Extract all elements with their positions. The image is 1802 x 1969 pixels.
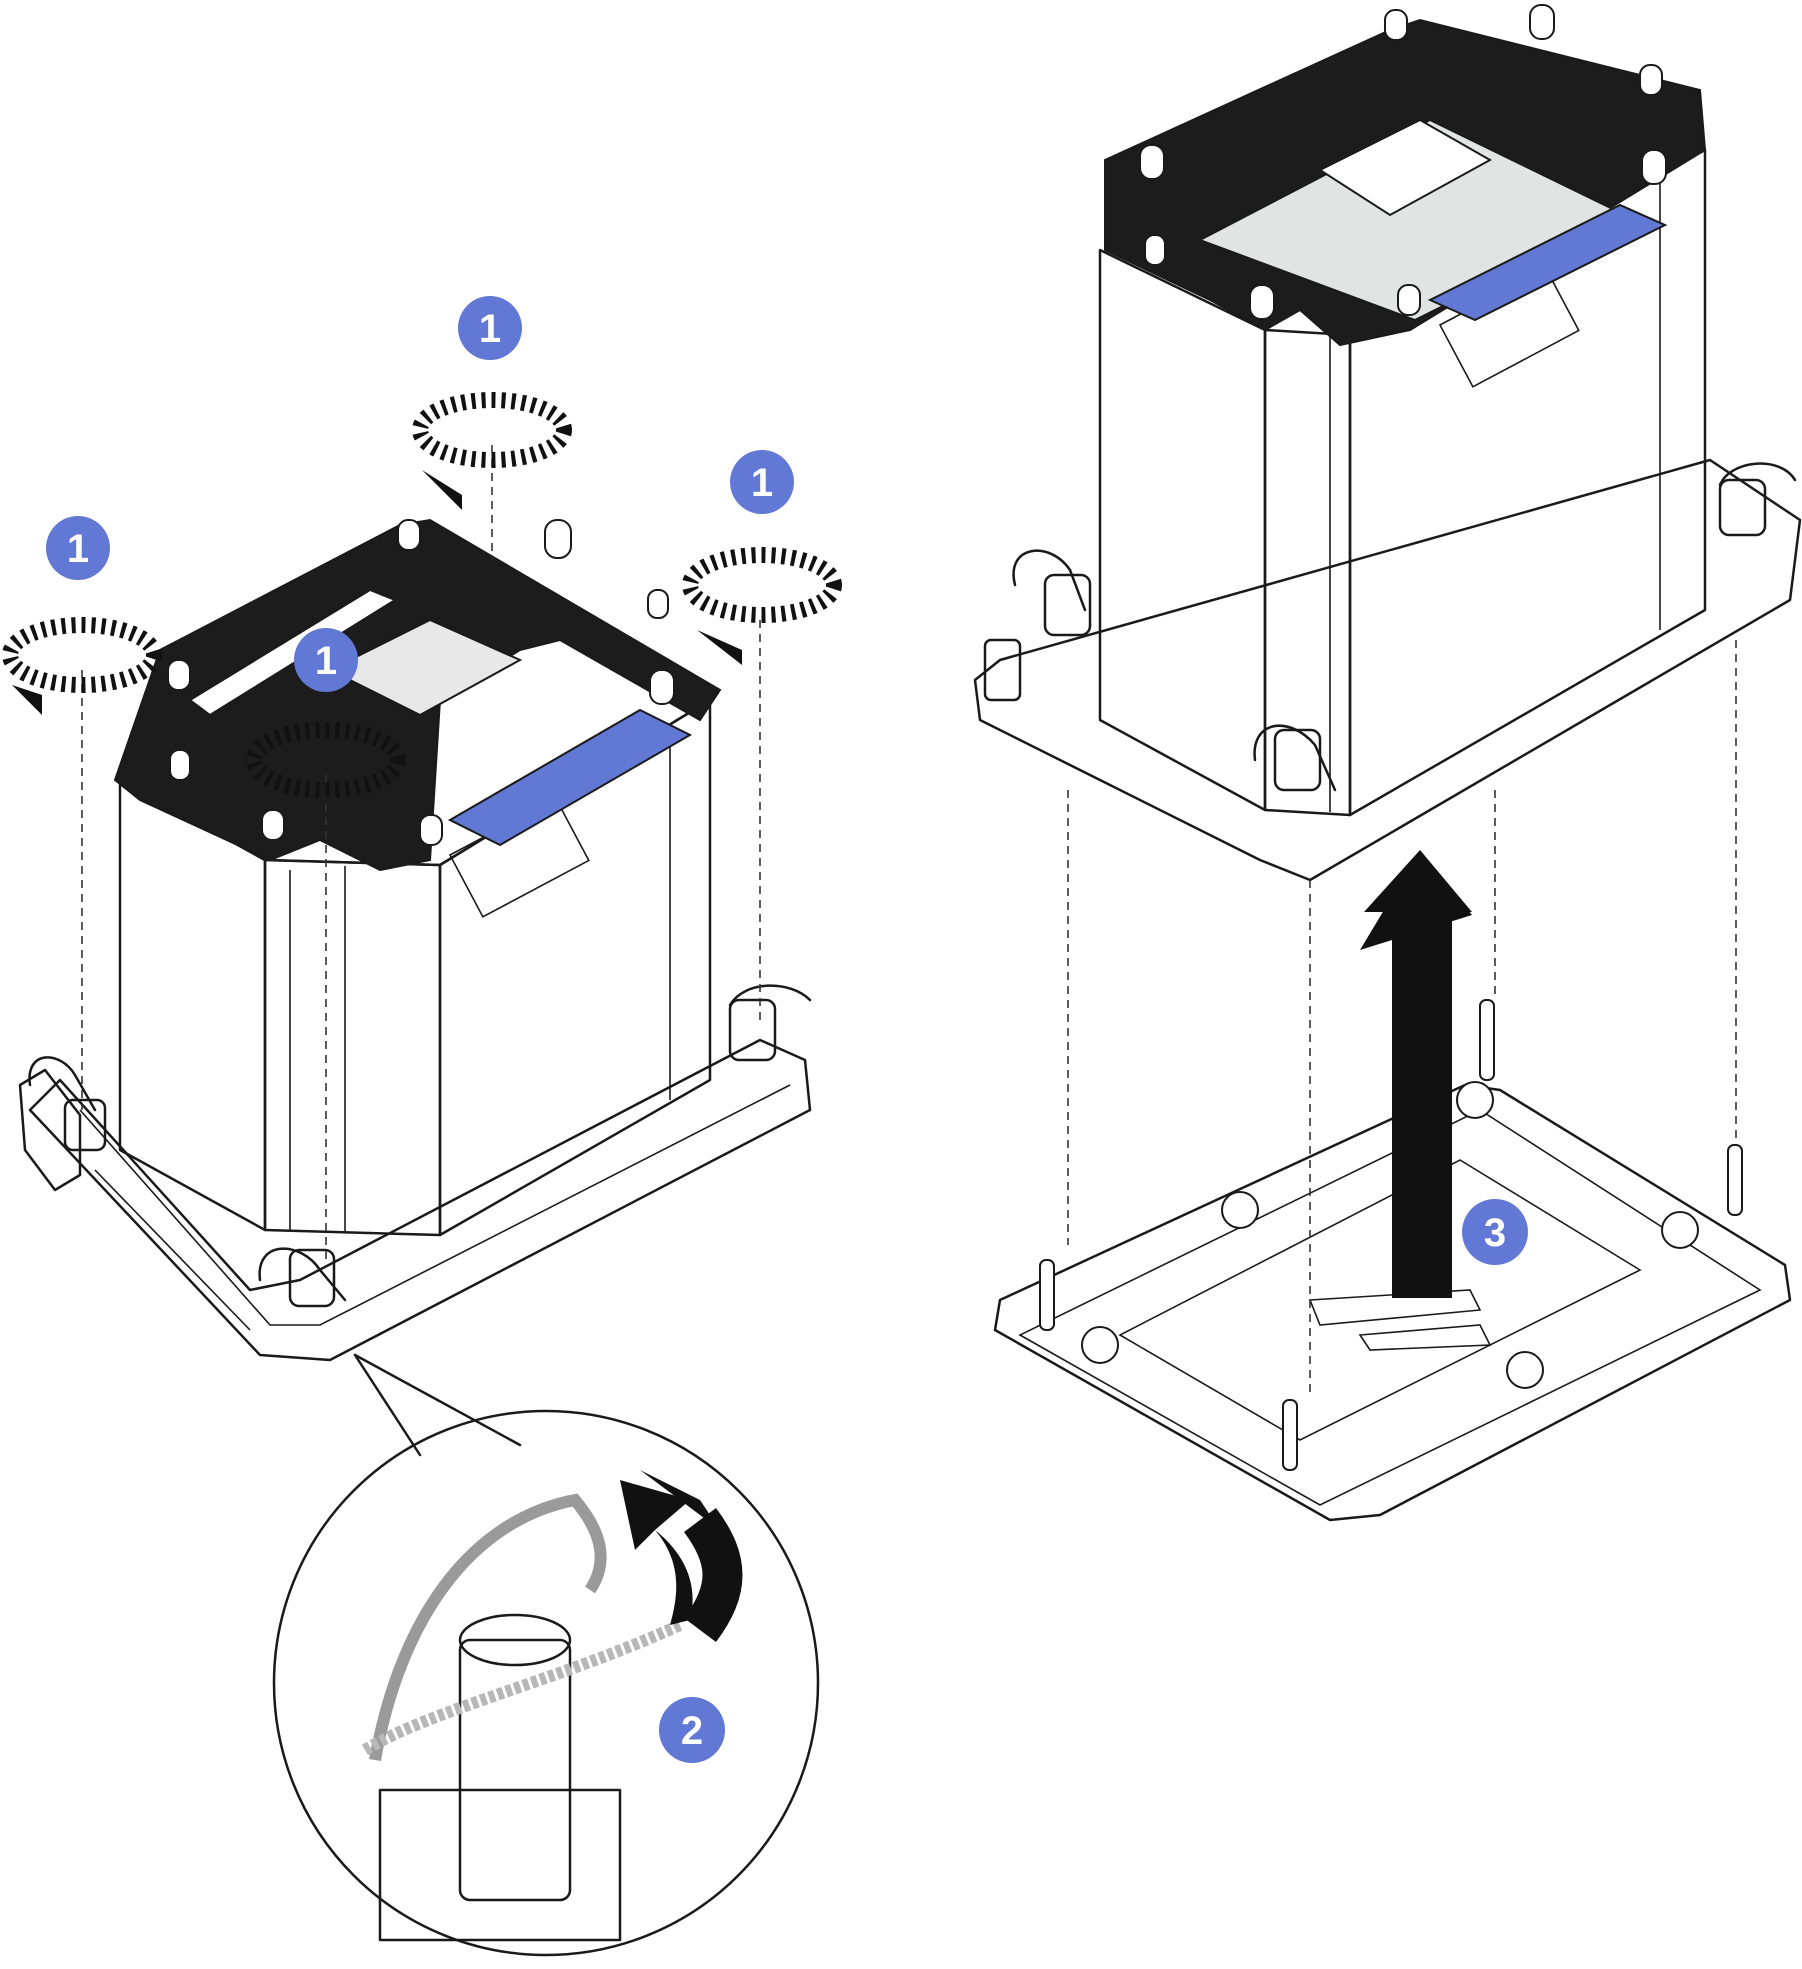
right-top-pins <box>1139 4 1667 320</box>
callout-2: 2 <box>659 1697 725 1763</box>
rotate-ccw-arrow-icon <box>2 617 162 715</box>
callout-2-label: 2 <box>681 1709 703 1753</box>
wire-bail-zoom-detail <box>272 1353 820 1957</box>
callout-3: 3 <box>1462 1199 1528 1265</box>
left-wire-bail-clips <box>28 984 812 1308</box>
callout-1-right: 1 <box>730 450 794 514</box>
rotate-ccw-arrow-icon <box>246 722 406 798</box>
right-socket-assembly <box>973 4 1802 1522</box>
left-heatsink-assembly <box>2 392 842 1362</box>
callout-1-right-label: 1 <box>751 461 773 505</box>
socket-threaded-posts <box>1039 999 1743 1471</box>
right-heatsink-lifted <box>973 4 1802 882</box>
callout-1-left-label: 1 <box>67 527 89 571</box>
wire-bail-rotated-position <box>361 1619 683 1756</box>
callout-1-left: 1 <box>46 516 110 580</box>
left-carrier-frame <box>18 1038 812 1362</box>
rotate-ccw-arrow-icon <box>682 547 842 665</box>
socket-screws <box>1081 1081 1699 1389</box>
wire-bail-original-position <box>369 1493 607 1762</box>
up-arrow-icon <box>1360 850 1472 1298</box>
zoom-post <box>378 1613 622 1942</box>
rotate-ccw-arrow-icon <box>412 392 572 510</box>
right-processor-socket <box>993 999 1792 1522</box>
callout-1-top-label: 1 <box>479 307 501 351</box>
right-wire-bail-clips <box>983 462 1797 792</box>
right-alignment-guide-lines <box>1067 640 1737 1395</box>
callout-1-front: 1 <box>294 628 358 692</box>
curved-arrow-icon <box>620 1470 743 1642</box>
callout-1-top: 1 <box>458 296 522 360</box>
left-heatsink-top-plate <box>113 518 722 872</box>
left-top-pins <box>167 519 675 846</box>
callout-3-label: 3 <box>1484 1211 1506 1255</box>
callout-1-front-label: 1 <box>315 639 337 683</box>
left-rotation-arrows <box>2 392 842 798</box>
callouts: 1 1 1 1 2 3 <box>46 296 1528 1763</box>
